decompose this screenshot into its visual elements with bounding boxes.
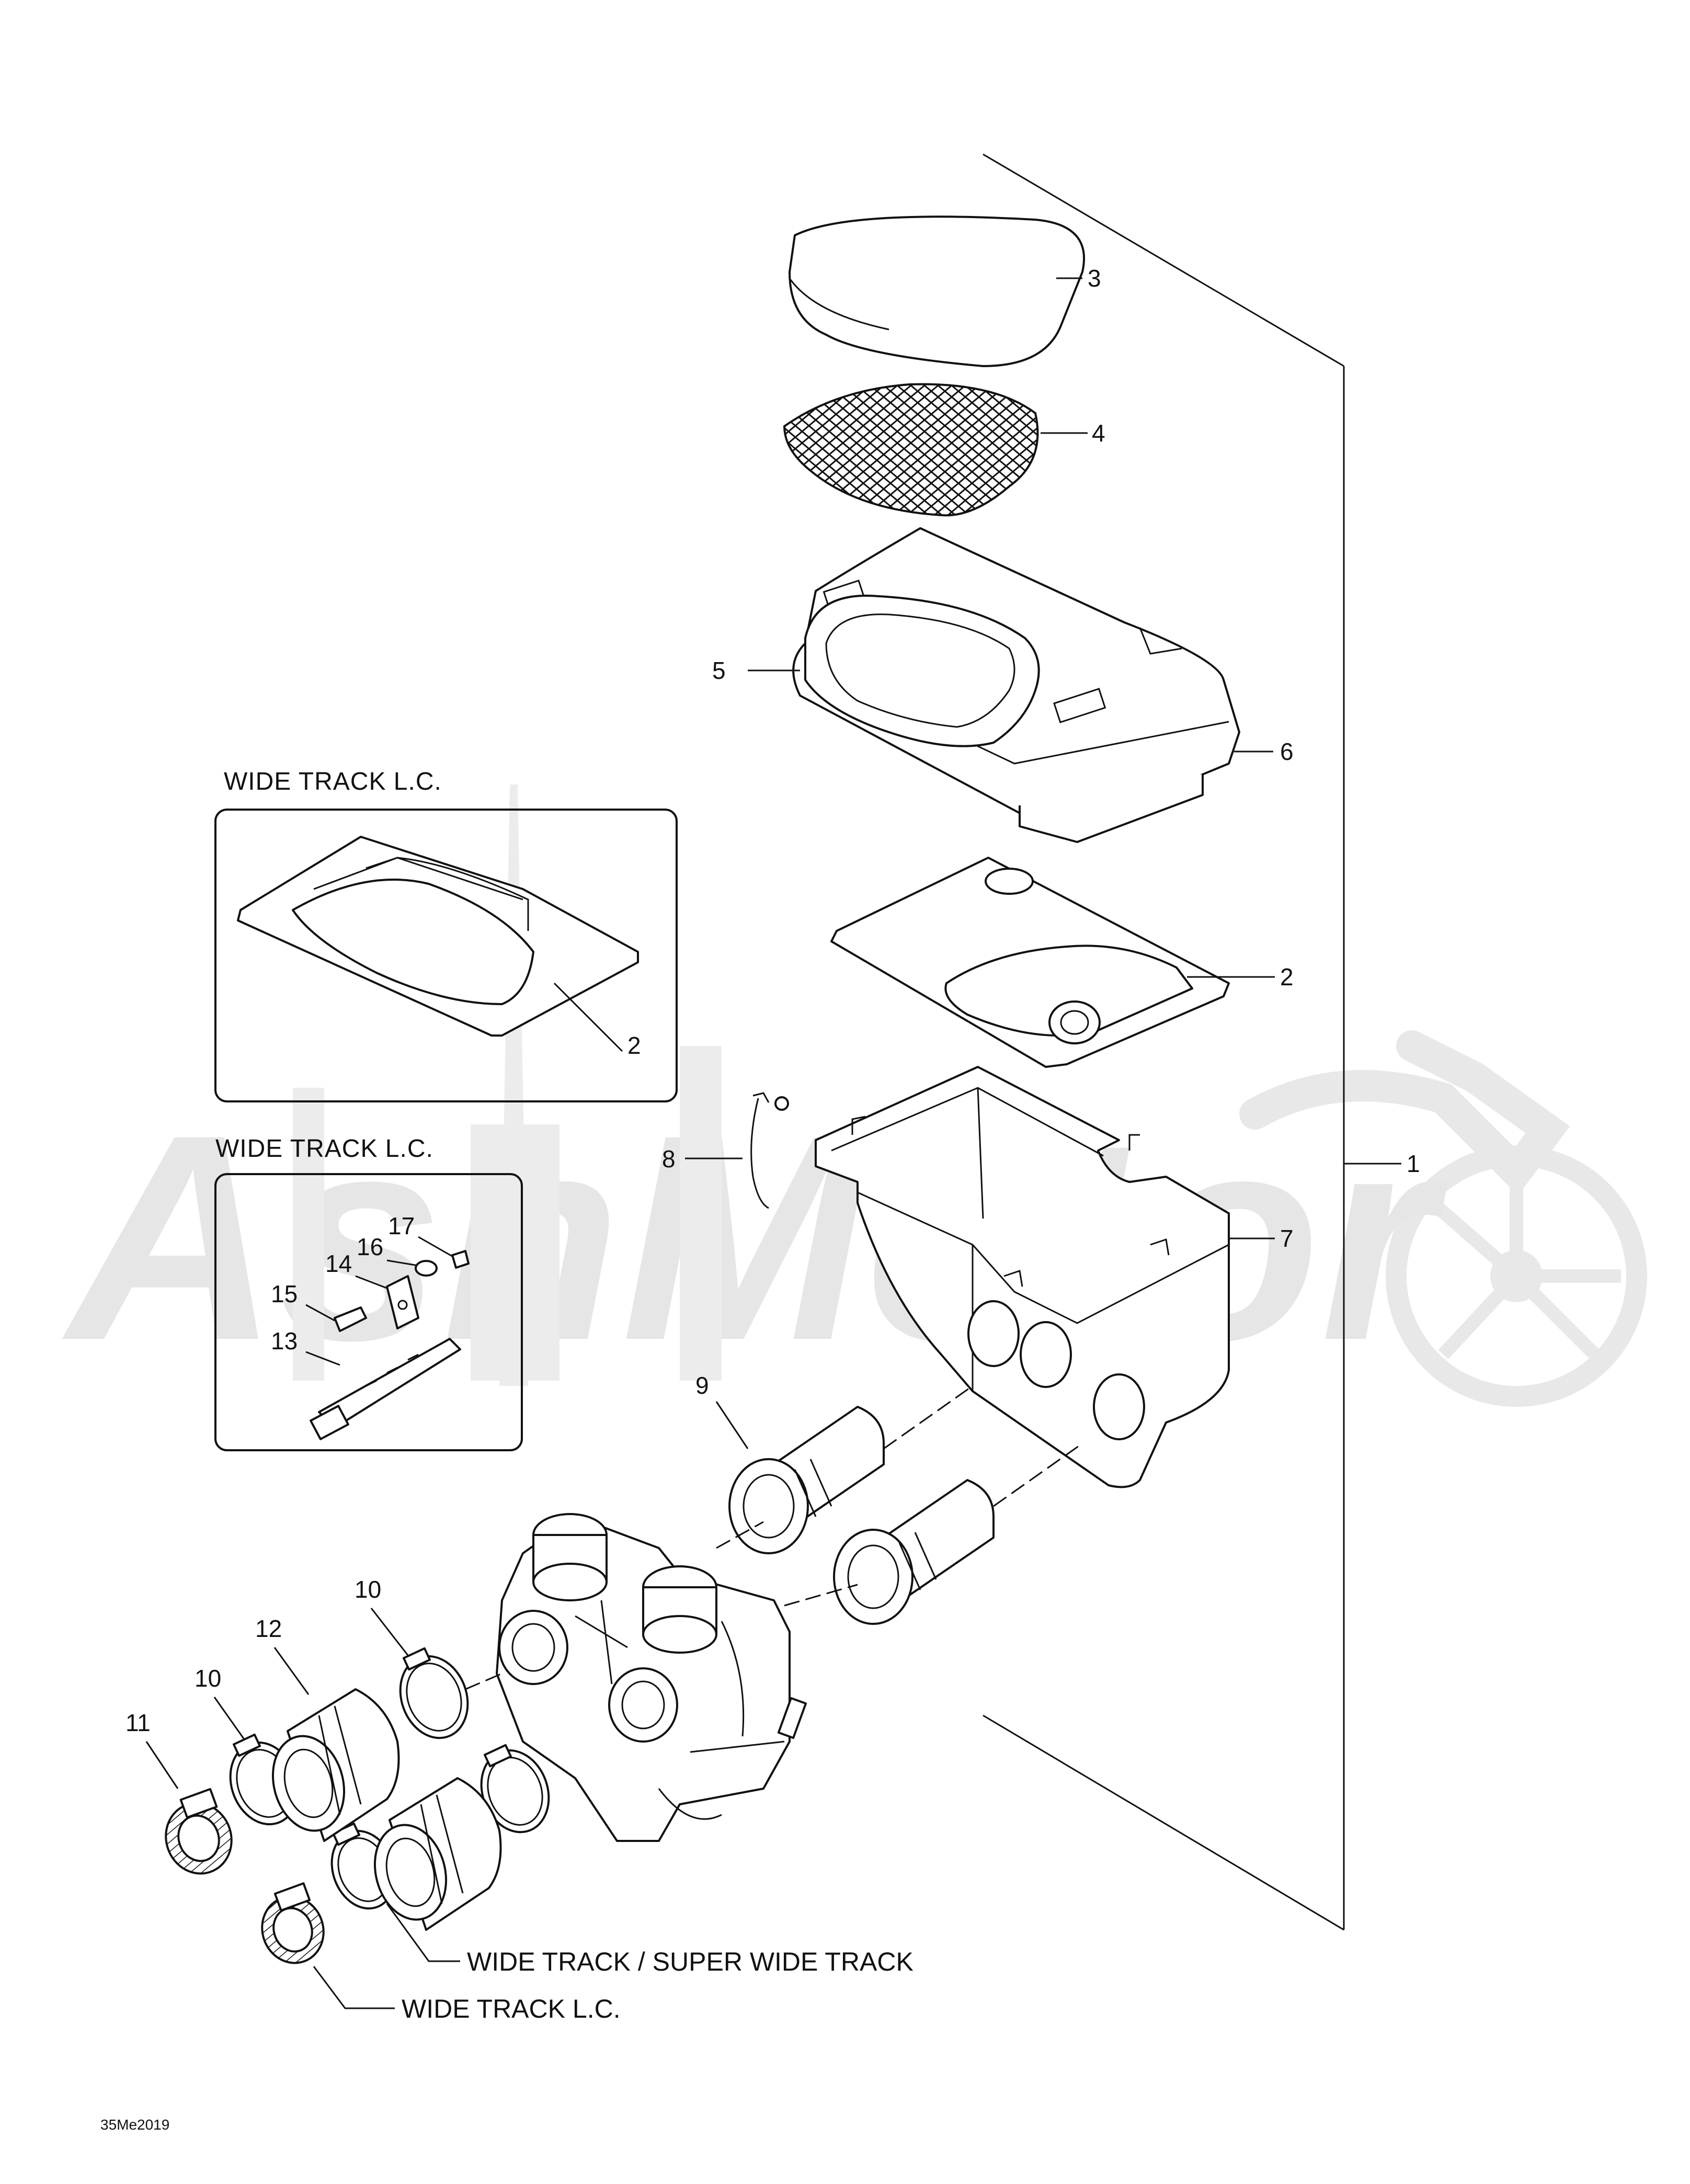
callout-15: 15: [271, 1280, 298, 1307]
part-9-intake-boots: 9: [695, 1372, 1083, 1625]
callout-2-inset: 2: [627, 1032, 641, 1059]
figure-code: 35Me2019: [100, 2117, 169, 2133]
variant-label-wide-lc: WIDE TRACK L.C.: [402, 1994, 621, 2023]
callout-10-b: 10: [195, 1665, 221, 1692]
inset-wide-track-lc-plate: WIDE TRACK L.C. 2: [214, 768, 678, 1102]
watermark-motorcycle-icon: [1239, 1030, 1647, 1407]
callout-7: 7: [1280, 1225, 1294, 1252]
part-2-base-plate: 2: [830, 857, 1294, 1068]
inset-wide-track-lc-hardware: WIDE TRACK L.C. 17 16 14 15 13: [214, 1135, 523, 1451]
callout-1: 1: [1407, 1150, 1420, 1177]
callout-13: 13: [271, 1327, 298, 1355]
callout-4: 4: [1092, 419, 1105, 447]
variant-label-wide-super: WIDE TRACK / SUPER WIDE TRACK: [467, 1947, 913, 1976]
part-7-airbox-housing: 7: [815, 1066, 1294, 1488]
callout-14: 14: [325, 1250, 352, 1277]
callout-12: 12: [255, 1615, 282, 1642]
callout-5: 5: [712, 657, 726, 684]
callout-2-main: 2: [1280, 963, 1294, 991]
callout-8: 8: [662, 1145, 676, 1173]
part-1-airbox-assembly-label: 1: [1344, 1150, 1420, 1177]
carburetor-assembly: [496, 1513, 807, 1842]
variant-labels: WIDE TRACK / SUPER WIDE TRACK WIDE TRACK…: [313, 1903, 913, 2023]
part-12-adaptors: 12: [255, 1615, 502, 1931]
inset-title-1: WIDE TRACK L.C.: [224, 768, 442, 795]
part-10-clamps: 10 10: [195, 1576, 550, 1910]
callout-6: 6: [1280, 738, 1294, 765]
callout-11: 11: [125, 1709, 151, 1736]
inset-title-2: WIDE TRACK L.C.: [215, 1135, 433, 1163]
part-11-clamps: 11: [125, 1709, 325, 1964]
callout-16: 16: [357, 1233, 383, 1260]
part-4-mesh-screen: 4: [783, 383, 1105, 517]
part-5-seal: 5: [712, 595, 1040, 747]
part-8-clip: 8: [662, 1092, 789, 1209]
callout-10-a: 10: [355, 1576, 381, 1603]
callout-17: 17: [388, 1212, 415, 1239]
callout-3: 3: [1088, 265, 1101, 292]
callout-9: 9: [695, 1372, 709, 1399]
part-3-foam-pad: 3: [789, 215, 1101, 367]
assembly-frame: [983, 153, 1345, 1931]
